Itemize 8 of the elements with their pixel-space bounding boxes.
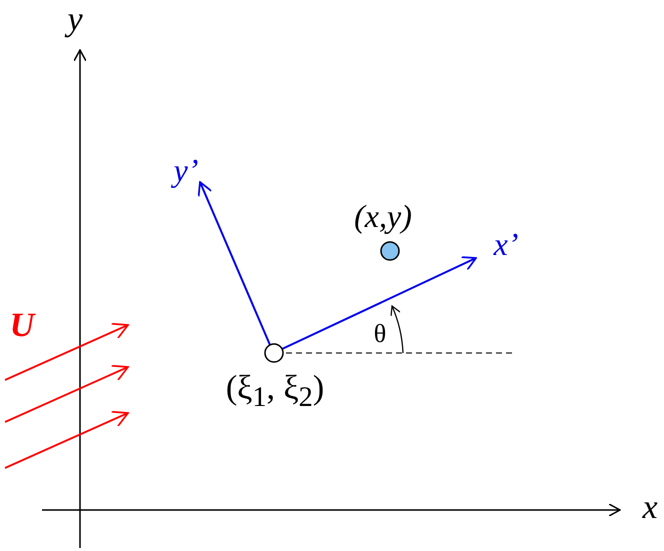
coordinate-label: (x,y): [354, 200, 412, 232]
axis-label: y’: [174, 154, 198, 186]
coordinate-label: (ξ$_{1}$, ξ$_{2}$): [226, 371, 324, 413]
angle-label: θ: [374, 321, 386, 347]
axis-label: x’: [494, 228, 518, 260]
velocity-label: U: [10, 309, 34, 343]
axis-label: x: [642, 491, 658, 525]
axis-label: y: [67, 3, 83, 37]
